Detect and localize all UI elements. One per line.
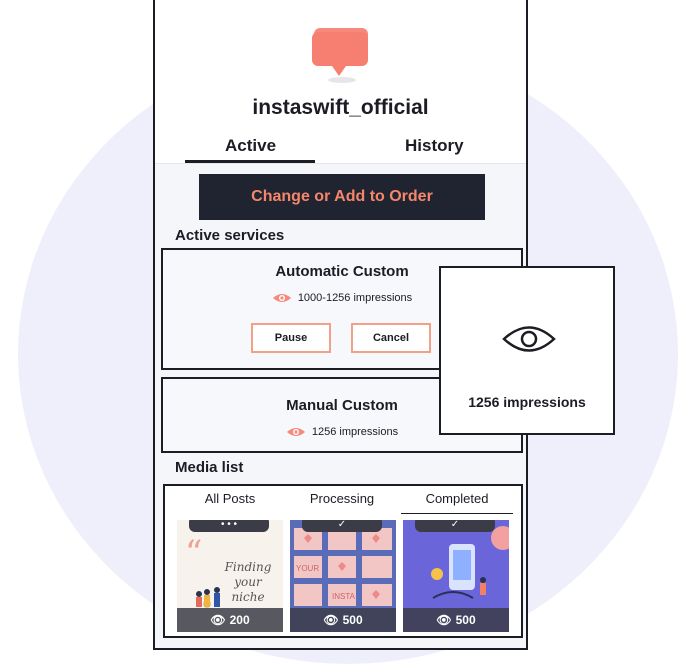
post-illustration: “ <box>185 533 220 608</box>
account-username: instaswift_official <box>252 96 429 119</box>
views-count: 500 <box>342 613 363 627</box>
views-count: 500 <box>455 613 476 627</box>
media-list-heading: Media list <box>175 459 244 476</box>
impressions-text: 1256 impressions <box>311 426 399 438</box>
check-icon: ✓ <box>302 520 382 532</box>
eye-icon: 👁 <box>210 613 226 627</box>
post-caption: Finding your niche <box>219 560 277 605</box>
media-thumbnail[interactable]: ✓ 👁 500 <box>403 520 509 632</box>
media-tab-completed[interactable]: Completed <box>425 491 489 506</box>
change-order-button[interactable]: Change or Add to Order <box>199 174 485 220</box>
eye-icon <box>286 428 305 436</box>
profile-header: instaswift_official Active History <box>155 0 526 164</box>
tile-word: INSTA <box>332 592 355 601</box>
eye-icon <box>272 294 291 302</box>
cancel-button[interactable]: Cancel <box>351 323 431 353</box>
caption-line: Finding <box>224 560 272 574</box>
popup-impressions-text: 1256 impressions <box>468 394 586 410</box>
tab-history[interactable]: History <box>405 136 464 155</box>
media-thumbnail[interactable]: “ Finding your niche • • • <box>177 520 283 632</box>
caption-line: your <box>234 575 262 589</box>
active-services-heading: Active services <box>175 227 285 244</box>
eye-icon: 👁 <box>436 613 452 627</box>
check-icon: ✓ <box>415 520 495 532</box>
media-tab-processing[interactable]: Processing <box>309 491 375 506</box>
media-tab-all-posts[interactable]: All Posts <box>204 491 256 506</box>
views-bar: 👁 500 <box>290 608 396 632</box>
service-title: Automatic Custom <box>275 263 409 280</box>
service-title: Manual Custom <box>286 397 398 414</box>
pause-button[interactable]: Pause <box>251 323 331 353</box>
caption-line: niche <box>231 590 265 604</box>
tab-active[interactable]: Active <box>225 136 277 155</box>
impressions-popup: 1256 impressions <box>439 266 615 435</box>
views-bar: 👁 200 <box>177 608 283 632</box>
post-illustration <box>431 526 509 599</box>
service-impressions: 1256 impressions <box>163 426 521 438</box>
views-bar: 👁 500 <box>403 608 509 632</box>
service-impressions: 1000-1256 impressions <box>163 292 521 304</box>
views-count: 200 <box>229 613 250 627</box>
status-dots-icon: • • • <box>189 520 269 532</box>
media-tab-indicator <box>401 513 513 514</box>
chat-bubble-logo-icon <box>312 28 368 83</box>
media-list: All Posts Processing Completed “ <box>163 484 523 638</box>
svg-text:“: “ <box>185 533 202 573</box>
eye-icon: 👁 <box>323 613 339 627</box>
media-thumbnail[interactable]: YOUR INSTA ✓ 👁 500 <box>290 520 396 632</box>
post-illustration <box>294 528 392 606</box>
active-tab-indicator <box>185 160 315 163</box>
impressions-text: 1000-1256 impressions <box>297 292 413 304</box>
eye-icon <box>502 326 556 352</box>
tile-word: YOUR <box>296 564 320 573</box>
